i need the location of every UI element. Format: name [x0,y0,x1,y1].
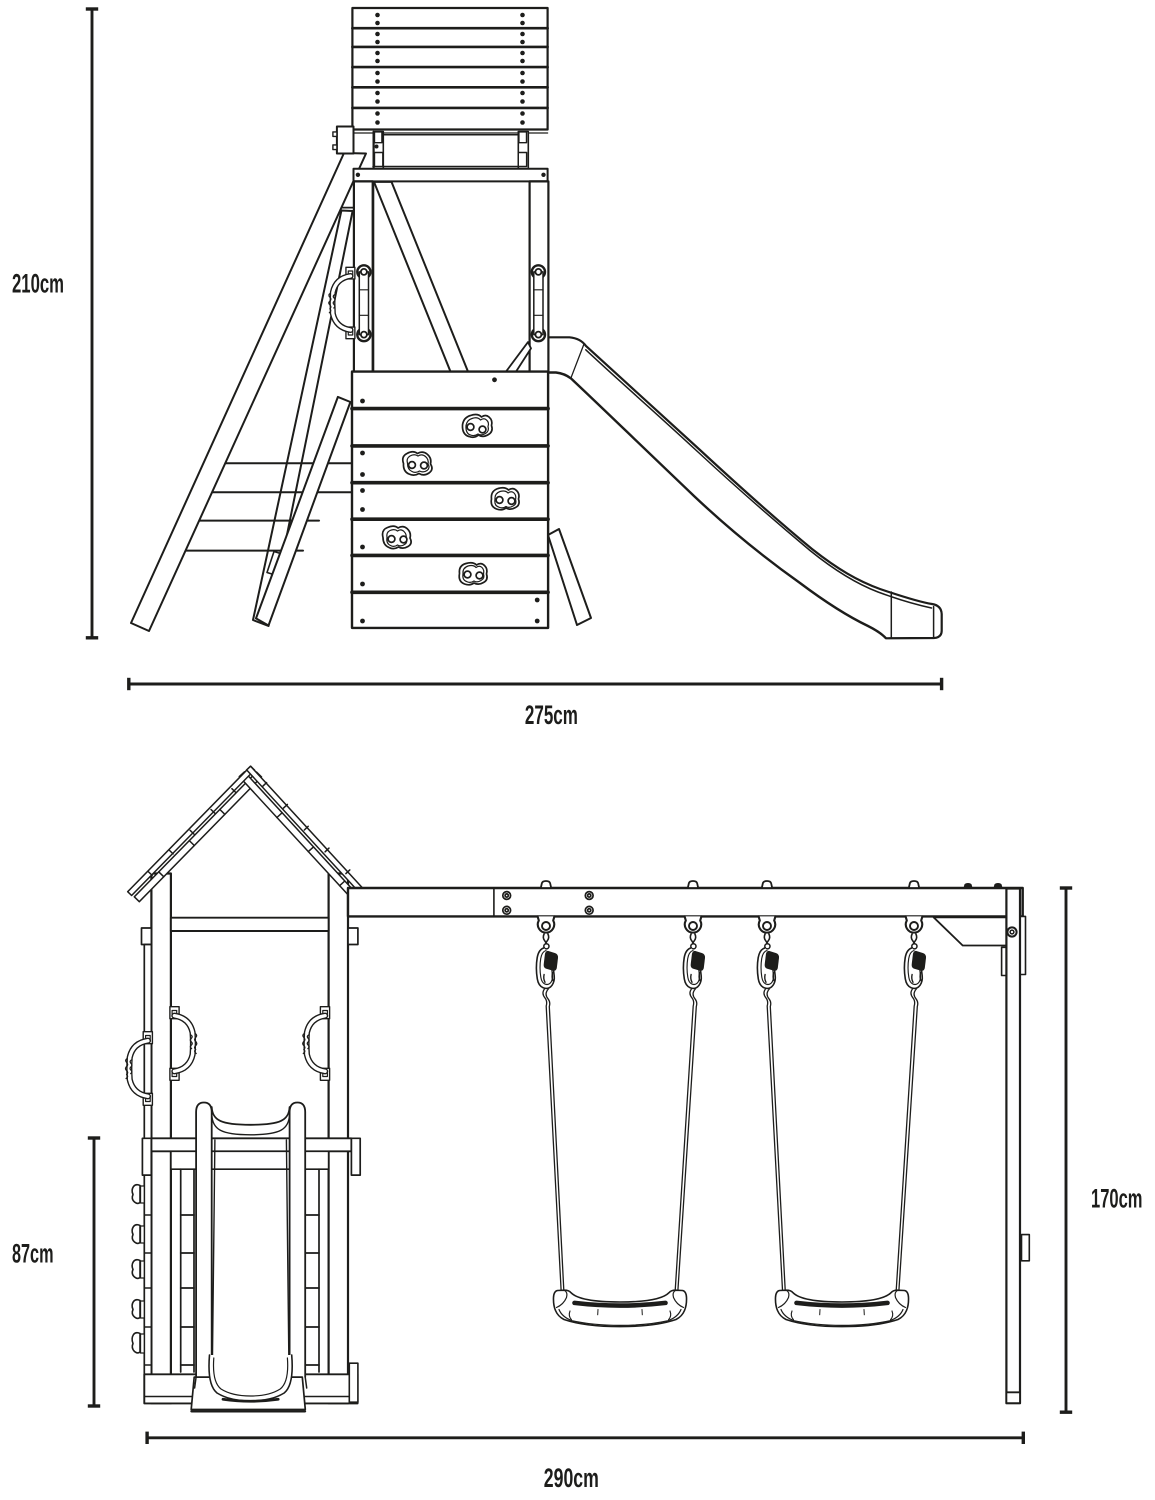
svg-text:87cm: 87cm [12,1238,54,1268]
svg-text:290cm: 290cm [544,1463,599,1493]
svg-text:210cm: 210cm [12,269,64,299]
svg-text:275cm: 275cm [525,700,578,730]
svg-text:170cm: 170cm [1091,1184,1143,1214]
